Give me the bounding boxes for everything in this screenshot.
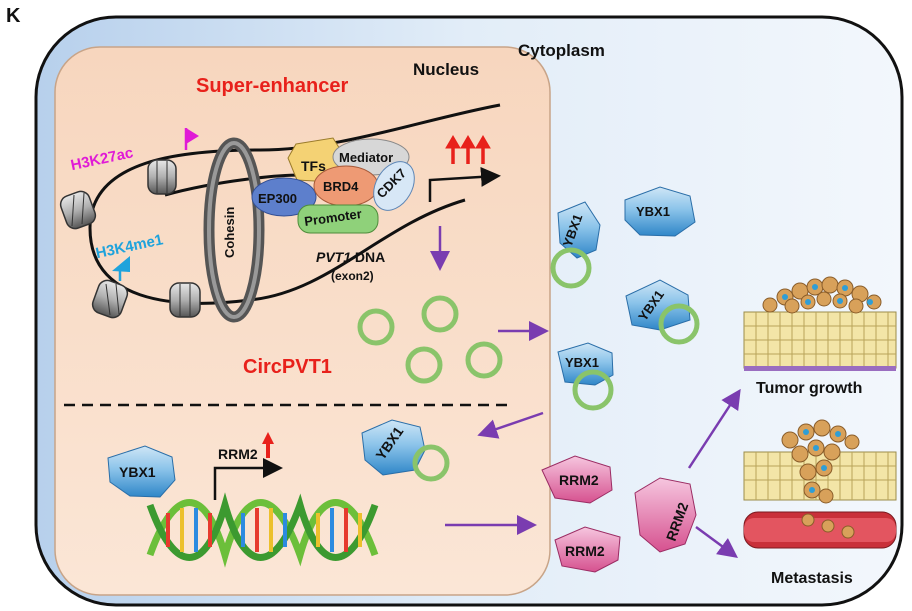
nucleosome: [169, 282, 201, 318]
nucleosome: [59, 190, 97, 230]
tumor-growth-label: Tumor growth: [756, 380, 862, 397]
nucleus-label: Nucleus: [413, 60, 479, 79]
tumor-growth-tissue-image: [743, 276, 897, 371]
mediator-label: Mediator: [339, 150, 393, 165]
ybx1-circ-complex: [550, 201, 601, 289]
tss-arrow-icon: [428, 166, 501, 202]
super-enhancer-label: Super-enhancer: [196, 75, 348, 97]
pvt1-dna-label: PVT1 DNA: [316, 249, 385, 265]
growth-arrow-icon: [687, 388, 741, 469]
circpvt1-circles: [357, 295, 503, 384]
transcription-complex: [251, 137, 415, 234]
cohesin-label: Cohesin: [222, 207, 237, 258]
ybx1-cyto-label-4: YBX1: [565, 355, 599, 370]
brd4-label: BRD4: [323, 179, 359, 194]
metastasis-arrow-icon: [695, 525, 739, 558]
rrm2-up-arrow-icon: [262, 432, 274, 444]
ybx1-cyto-label-2: YBX1: [636, 204, 670, 219]
tfs-label: TFs: [301, 158, 326, 174]
ep300-label: EP300: [258, 191, 297, 206]
h3k4me1-flag-icon: [112, 256, 130, 272]
dna-double-helix: [146, 492, 379, 568]
cytoplasm-label: Cytoplasm: [518, 41, 605, 60]
ybx1-dna-protein: [107, 445, 176, 498]
import-arrow-icon: [477, 411, 544, 439]
nucleus-compartment: [54, 46, 551, 596]
h3k27ac-flag-icon: [186, 128, 199, 144]
circpvt1-label: CircPVT1: [243, 356, 332, 378]
rrm2-label-2: RRM2: [565, 543, 605, 559]
rrm2-label-1: RRM2: [559, 472, 599, 488]
metastasis-label: Metastasis: [771, 570, 853, 587]
metastasis-tissue-image: [743, 419, 897, 549]
ybx1-circ-complex: [625, 279, 700, 345]
rrm2-gene-label: RRM2: [218, 446, 258, 462]
upregulation-arrows-icon: [445, 135, 491, 164]
ybx1-dna-label: YBX1: [119, 464, 156, 480]
rrm2-protein: [541, 455, 613, 504]
nucleosome: [91, 279, 129, 319]
panel-letter: K: [6, 5, 21, 27]
ybx1-protein: [624, 186, 696, 237]
ybx1-circ-complex: [557, 342, 614, 411]
rrm2-protein: [554, 526, 621, 573]
rrm2-tss-arrow-icon: [213, 458, 283, 500]
pvt1-exon-label: (exon2): [331, 269, 374, 283]
rrm2-protein: [634, 477, 697, 553]
nucleosome: [147, 159, 177, 195]
ybx1-circ-complex: [361, 419, 450, 482]
